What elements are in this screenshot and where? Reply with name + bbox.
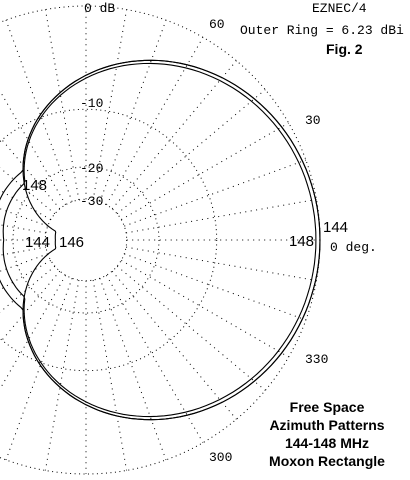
radial-330	[121, 259, 289, 358]
pattern-series-148	[2, 62, 317, 418]
radial-20	[124, 159, 307, 227]
radial-240	[0, 275, 67, 390]
series-label-148-back: 148	[22, 177, 47, 194]
radial-60	[105, 37, 204, 205]
series-label-144-front: 144	[323, 219, 348, 236]
radial-40	[116, 89, 266, 215]
pattern-series-146	[22, 59, 321, 421]
radial-320	[116, 265, 266, 391]
radial-50	[111, 60, 237, 210]
ring-label-minus20: -20	[80, 161, 103, 176]
outer-ring-note: Outer Ring = 6.23 dBi	[240, 23, 404, 38]
angle-label-60: 60	[209, 17, 225, 32]
ring-3	[44, 198, 128, 282]
series-label-144-back: 144	[25, 234, 50, 251]
radial-70	[99, 19, 167, 202]
angle-label-330: 330	[305, 352, 328, 367]
caption-line-2: Azimuth Patterns	[269, 417, 384, 433]
series-label-148-front: 148	[289, 233, 314, 250]
ring-1	[0, 108, 218, 372]
pattern-curves	[0, 59, 321, 421]
radial-250	[5, 278, 73, 461]
angle-label-30: 30	[305, 113, 321, 128]
radial-350	[126, 246, 317, 282]
ring-2	[12, 166, 160, 314]
ring-label-minus10: -10	[80, 96, 103, 111]
caption-line-4: Moxon Rectangle	[269, 453, 385, 469]
program-name: EZNEC/4	[312, 1, 367, 16]
radial-10	[126, 198, 317, 234]
radial-290	[99, 278, 167, 461]
radial-310	[111, 270, 237, 420]
radial-340	[124, 253, 307, 321]
angle-label-0: 0 deg.	[330, 240, 377, 255]
caption-line-3: 144-148 MHz	[285, 435, 369, 451]
radial-110	[5, 19, 73, 202]
ring-label-0db: 0 dB	[84, 1, 115, 16]
radial-210	[0, 259, 51, 291]
series-label-146-back: 146	[59, 234, 84, 251]
figure-label: Fig. 2	[326, 41, 363, 57]
ring-label-minus30: -30	[80, 194, 103, 209]
radial-30	[121, 122, 289, 221]
radial-150	[0, 189, 51, 221]
radial-300	[105, 275, 204, 443]
angle-label-300: 300	[209, 450, 232, 465]
caption-line-1: Free Space	[290, 399, 365, 415]
